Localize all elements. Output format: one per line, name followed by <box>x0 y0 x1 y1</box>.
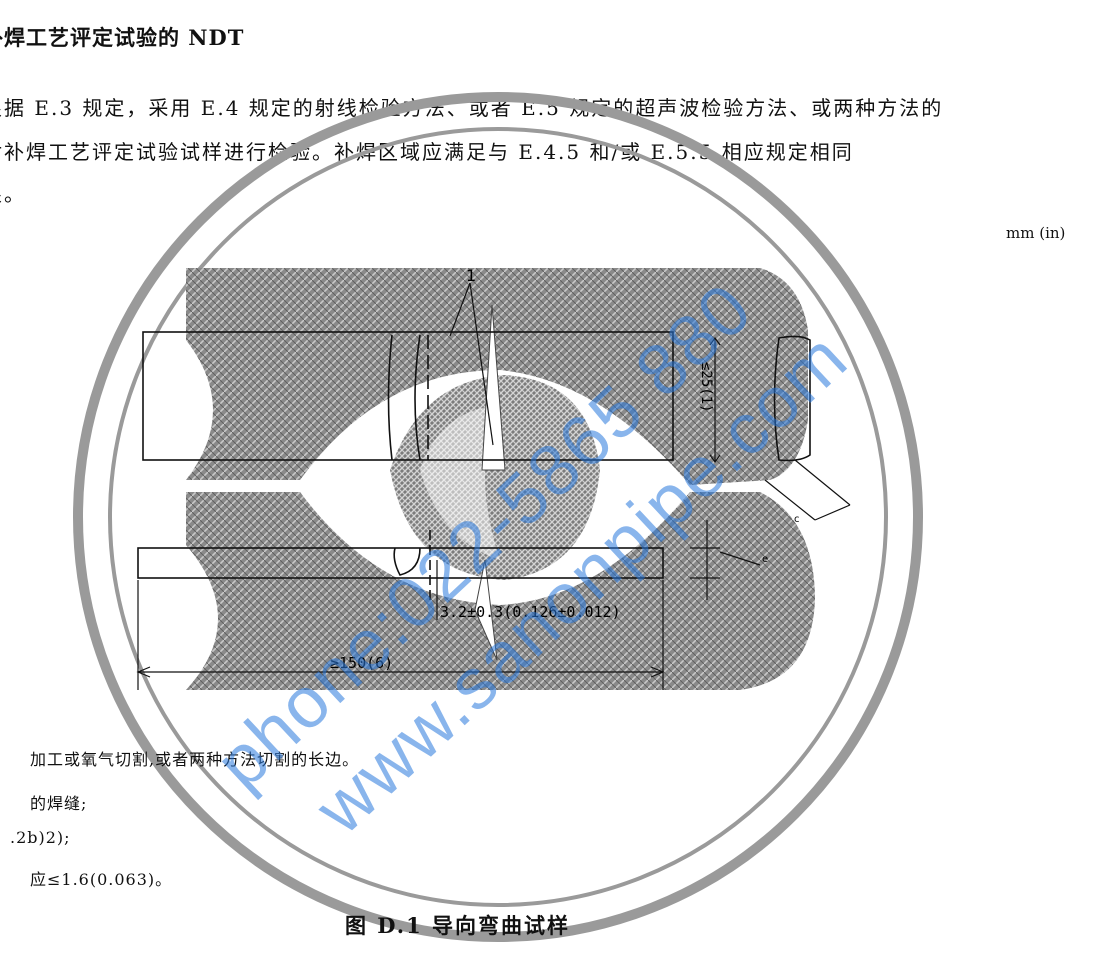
note-line-4: 应≤1.6(0.063)。 <box>30 870 173 889</box>
length-dimension: ≥150(6) <box>330 654 393 672</box>
dimension-lines <box>136 282 851 690</box>
section-heading: 补焊工艺评定试验的 NDT <box>0 25 245 50</box>
weld-lens <box>390 375 600 580</box>
specimen-top-band <box>186 268 808 485</box>
upper-specimen-outline <box>142 331 811 462</box>
unit-label: mm (in) <box>1006 224 1066 242</box>
note-line-2: 的焊缝; <box>30 794 88 813</box>
lower-specimen-outline <box>137 530 664 600</box>
note-line-1: 加工或氧气切割,或者两种方法切割的长边。 <box>30 750 360 769</box>
edge-label: e <box>762 554 768 565</box>
width-dimension: ≤25(1) <box>698 362 714 413</box>
chamfer-label: c <box>794 514 800 525</box>
thickness-dimension: 3.2±0.3(0.126±0.012) <box>440 603 621 621</box>
paragraph-line-3: 限。 <box>0 182 26 206</box>
callout-number: 1 <box>466 266 476 285</box>
figure-caption: 图 D.1 导向弯曲试样 <box>345 913 571 938</box>
note-line-3: .2b)2); <box>10 828 71 847</box>
seal-rings <box>73 92 923 942</box>
specimen-bottom-band <box>186 492 815 690</box>
